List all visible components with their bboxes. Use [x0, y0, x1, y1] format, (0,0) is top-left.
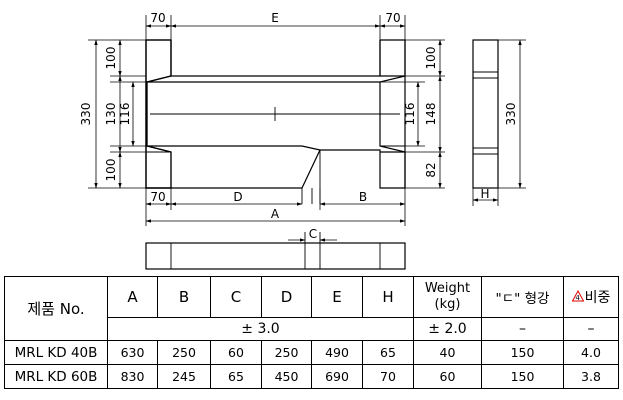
plan-view	[145, 39, 406, 189]
row-h: 65	[362, 340, 414, 365]
header-weight-line1: Weight	[424, 281, 471, 296]
row-name: MRL KD 40B	[4, 340, 108, 365]
row-d: 450	[261, 364, 312, 389]
row-ratio: 4.0	[563, 340, 619, 365]
table-row: MRL KD 40B 630 250 60 250 490 65 40 150 …	[4, 340, 619, 365]
row-a: 830	[107, 364, 158, 389]
plan-view-details	[146, 107, 405, 204]
dim-left-116: 116	[118, 103, 132, 126]
row-weight: 40	[413, 340, 482, 365]
revision-triangle-icon: 4	[571, 290, 584, 304]
dim-right-148: 148	[424, 103, 438, 126]
dim-bottom-a: A	[271, 207, 280, 221]
dim-side-h: H	[480, 187, 489, 201]
row-c: 60	[210, 340, 262, 365]
tolerance-ratio: –	[563, 317, 619, 341]
row-b: 245	[157, 364, 211, 389]
dim-bottom-d: D	[233, 190, 242, 204]
dim-left-bot-100: 100	[104, 159, 118, 182]
dim-top-e: E	[271, 11, 279, 25]
tolerance-channel: –	[481, 317, 564, 341]
dim-top-left-70: 70	[150, 11, 165, 25]
dim-left-330: 330	[79, 103, 93, 126]
row-d: 250	[261, 340, 312, 365]
spec-table: 제품 No. A B C D E H Weight (kg) "ㄷ" 형강 4 …	[4, 276, 619, 389]
table-header-row: 제품 No. A B C D E H Weight (kg) "ㄷ" 형강 4 …	[4, 276, 619, 341]
dim-top-right-70: 70	[385, 11, 400, 25]
dim-right-116: 116	[403, 103, 417, 126]
header-weight-line2: (kg)	[434, 297, 461, 312]
dim-right-82: 82	[424, 162, 438, 177]
row-h: 70	[362, 364, 414, 389]
dim-right-top-100: 100	[424, 47, 438, 70]
top-dimensions	[145, 15, 406, 40]
row-e: 690	[311, 364, 363, 389]
row-b: 250	[157, 340, 211, 365]
dim-left-top-100: 100	[104, 47, 118, 70]
side-view	[472, 39, 526, 206]
header-product: 제품 No.	[4, 276, 108, 341]
revision-number: 4	[575, 294, 580, 302]
dim-bottom-b: B	[359, 190, 367, 204]
header-channel: "ㄷ" 형강	[481, 276, 564, 318]
tolerance-dims: ± 3.0	[107, 317, 414, 341]
row-name: MRL KD 60B	[4, 364, 108, 389]
row-channel: 150	[481, 340, 564, 365]
header-ratio-cell: 4 비중	[563, 276, 619, 318]
bottom-view	[145, 232, 406, 270]
technical-drawing: 70 E 70 330 100 130 100 116 100 116 148 …	[79, 11, 526, 270]
row-weight: 60	[413, 364, 482, 389]
left-dimensions	[88, 39, 146, 189]
header-e: E	[311, 276, 363, 318]
row-channel: 150	[481, 364, 564, 389]
tolerance-row: ± 3.0 ± 2.0 – –	[5, 317, 619, 341]
header-weight: Weight (kg)	[413, 276, 482, 318]
header-c: C	[210, 276, 262, 318]
right-dimensions	[380, 39, 445, 189]
row-e: 490	[311, 340, 363, 365]
row-c: 65	[210, 364, 262, 389]
header-d: D	[261, 276, 312, 318]
row-a: 630	[107, 340, 158, 365]
dim-left-130: 130	[104, 103, 118, 126]
bottom-dimensions	[145, 188, 406, 226]
header-a: A	[107, 276, 158, 318]
header-b: B	[157, 276, 211, 318]
header-ratio: 비중	[584, 290, 611, 306]
row-ratio: 3.8	[563, 364, 619, 389]
dim-side-330: 330	[504, 103, 518, 126]
dim-bottom-70: 70	[150, 190, 165, 204]
table-row: MRL KD 60B 830 245 65 450 690 70 60 150 …	[4, 364, 619, 389]
tolerance-weight: ± 2.0	[413, 317, 482, 341]
dim-bottom-c: C	[309, 227, 317, 241]
header-h: H	[362, 276, 414, 318]
